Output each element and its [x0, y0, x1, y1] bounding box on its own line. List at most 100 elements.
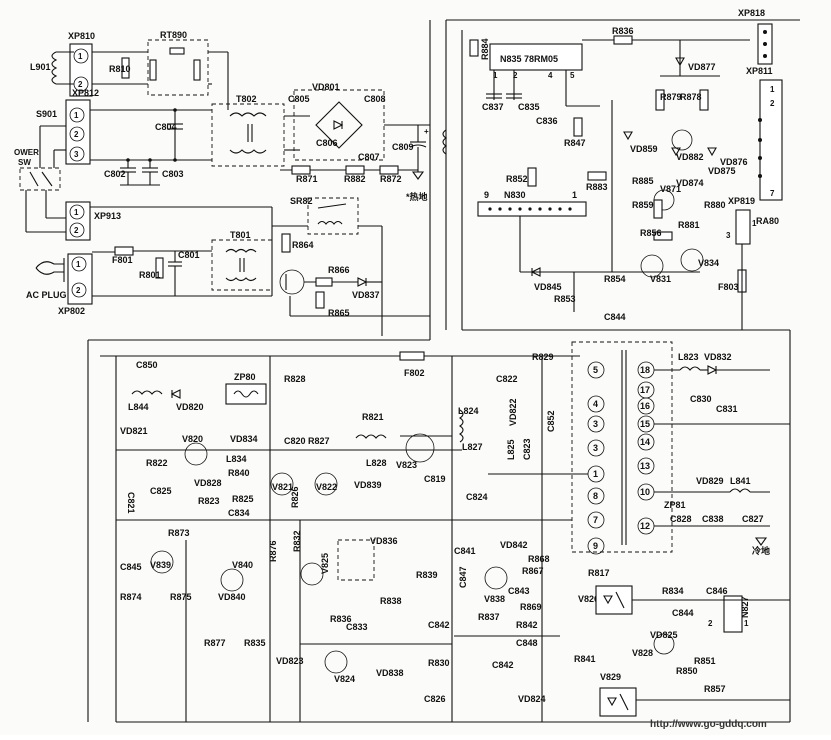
- svg-text:5: 5: [593, 365, 598, 375]
- c852-label: C852: [546, 410, 556, 432]
- watermark: http://www.go-gddq.com: [650, 719, 767, 730]
- r874-label: R874: [120, 592, 142, 602]
- xp810-connector: [69, 43, 93, 97]
- c826-label: C826: [424, 694, 446, 704]
- v826-label: V826: [578, 594, 599, 604]
- l824-label: L824: [458, 406, 479, 416]
- c848-label: C848: [516, 638, 538, 648]
- f801-fuse: [114, 246, 134, 256]
- svg-text:2: 2: [513, 71, 518, 80]
- l844-coil: [131, 390, 163, 395]
- c801-label: C801: [178, 250, 200, 260]
- r881-label: R881: [678, 220, 700, 230]
- c842b-label: C842: [492, 660, 514, 670]
- r859-label: R859: [632, 200, 654, 210]
- r847-label: R847: [564, 138, 586, 148]
- v829-optocoupler: [599, 687, 637, 717]
- vd837-label: VD837: [352, 290, 380, 300]
- r884-label: R884: [480, 38, 490, 60]
- r839-label: R839: [416, 570, 438, 580]
- c830-label: C830: [690, 394, 712, 404]
- c847-label: C847: [458, 566, 468, 588]
- s901-label: S901: [36, 109, 57, 119]
- v829-label: V829: [600, 672, 621, 682]
- sr82-label: SR82: [290, 196, 313, 206]
- vd824-label: VD824: [518, 694, 546, 704]
- c822-label: C822: [496, 374, 518, 384]
- c831-label: C831: [716, 404, 738, 414]
- c823-label: C823: [522, 438, 532, 460]
- l823-label: L823: [678, 352, 699, 362]
- vd822-label: VD822: [508, 398, 518, 426]
- hot-ground-label: *热地: [406, 191, 428, 202]
- r832-label: R832: [292, 530, 302, 552]
- svg-text:1: 1: [76, 260, 81, 269]
- r821-label: R821: [362, 412, 384, 422]
- xp913-connector: [65, 201, 91, 241]
- svg-text:2: 2: [74, 130, 79, 139]
- v825-transistor: [300, 562, 324, 586]
- c802-label: C802: [104, 169, 126, 179]
- r836-label: R836: [612, 26, 634, 36]
- r840-label: R840: [228, 468, 250, 478]
- v838-label: V838: [484, 594, 505, 604]
- svg-text:1: 1: [74, 208, 79, 217]
- r830-label: R830: [428, 658, 450, 668]
- v840-label: V840: [232, 560, 253, 570]
- r879-label: R879: [660, 92, 682, 102]
- svg-text:2: 2: [708, 619, 713, 628]
- c836-label: C836: [536, 116, 558, 126]
- svg-text:3: 3: [74, 150, 79, 159]
- r856-label: R856: [640, 228, 662, 238]
- rt890-label: RT890: [160, 30, 187, 40]
- vd801-bridge: [315, 101, 363, 149]
- power-sw-label-2: SW: [18, 158, 31, 167]
- relay-driver-transistor: [279, 269, 305, 295]
- svg-text:+: +: [424, 127, 429, 136]
- f802-fuse: [399, 351, 425, 361]
- r869-label: R869: [520, 602, 542, 612]
- l823-coil: [679, 366, 701, 371]
- r872-label: R872: [380, 174, 402, 184]
- v822-transistor: [314, 472, 338, 496]
- vd820-label: VD820: [176, 402, 204, 412]
- n827-label: N827: [740, 596, 750, 618]
- r865-label: R865: [328, 308, 350, 318]
- v825-label: V825: [320, 553, 330, 574]
- c807-label: C807: [358, 152, 380, 162]
- v821-transistor: [270, 472, 294, 496]
- l841-label: L841: [730, 476, 751, 486]
- xp811-connector: [759, 79, 783, 201]
- c804-label: C804: [155, 122, 177, 132]
- v839-label: V839: [150, 560, 171, 570]
- r822-label: R822: [146, 458, 168, 468]
- vd874-label: VD874: [676, 178, 704, 188]
- vd882-label: VD882: [676, 152, 704, 162]
- r867-label: R867: [522, 566, 544, 576]
- vd838-label: VD838: [376, 668, 404, 678]
- xp802-label: XP802: [58, 306, 85, 316]
- v820-label: V820: [182, 434, 203, 444]
- c820-label: C820: [284, 436, 306, 446]
- zp81-label: ZP81: [664, 500, 686, 510]
- r836b-label: R836: [330, 614, 352, 624]
- vd801-label: VD801: [312, 82, 340, 92]
- l828-coil: [355, 434, 387, 439]
- l827-label: L827: [462, 442, 483, 452]
- r810-label: R810: [109, 64, 131, 74]
- r854-label: R854: [604, 274, 626, 284]
- f802-label: F802: [404, 368, 425, 378]
- svg-text:14: 14: [640, 437, 650, 447]
- xp818-label: XP818: [738, 8, 765, 18]
- r857-label: R857: [704, 684, 726, 694]
- cold-ground-label: 冷地: [752, 545, 770, 556]
- ac-plug-label: AC PLUG: [26, 290, 67, 300]
- svg-text:1: 1: [78, 52, 83, 61]
- n830-ic: [477, 201, 587, 217]
- vd859-label: VD859: [630, 144, 658, 154]
- svg-text:15: 15: [640, 419, 650, 429]
- svg-text:1: 1: [744, 619, 749, 628]
- r873-label: R873: [168, 528, 190, 538]
- svg-text:7: 7: [770, 189, 775, 198]
